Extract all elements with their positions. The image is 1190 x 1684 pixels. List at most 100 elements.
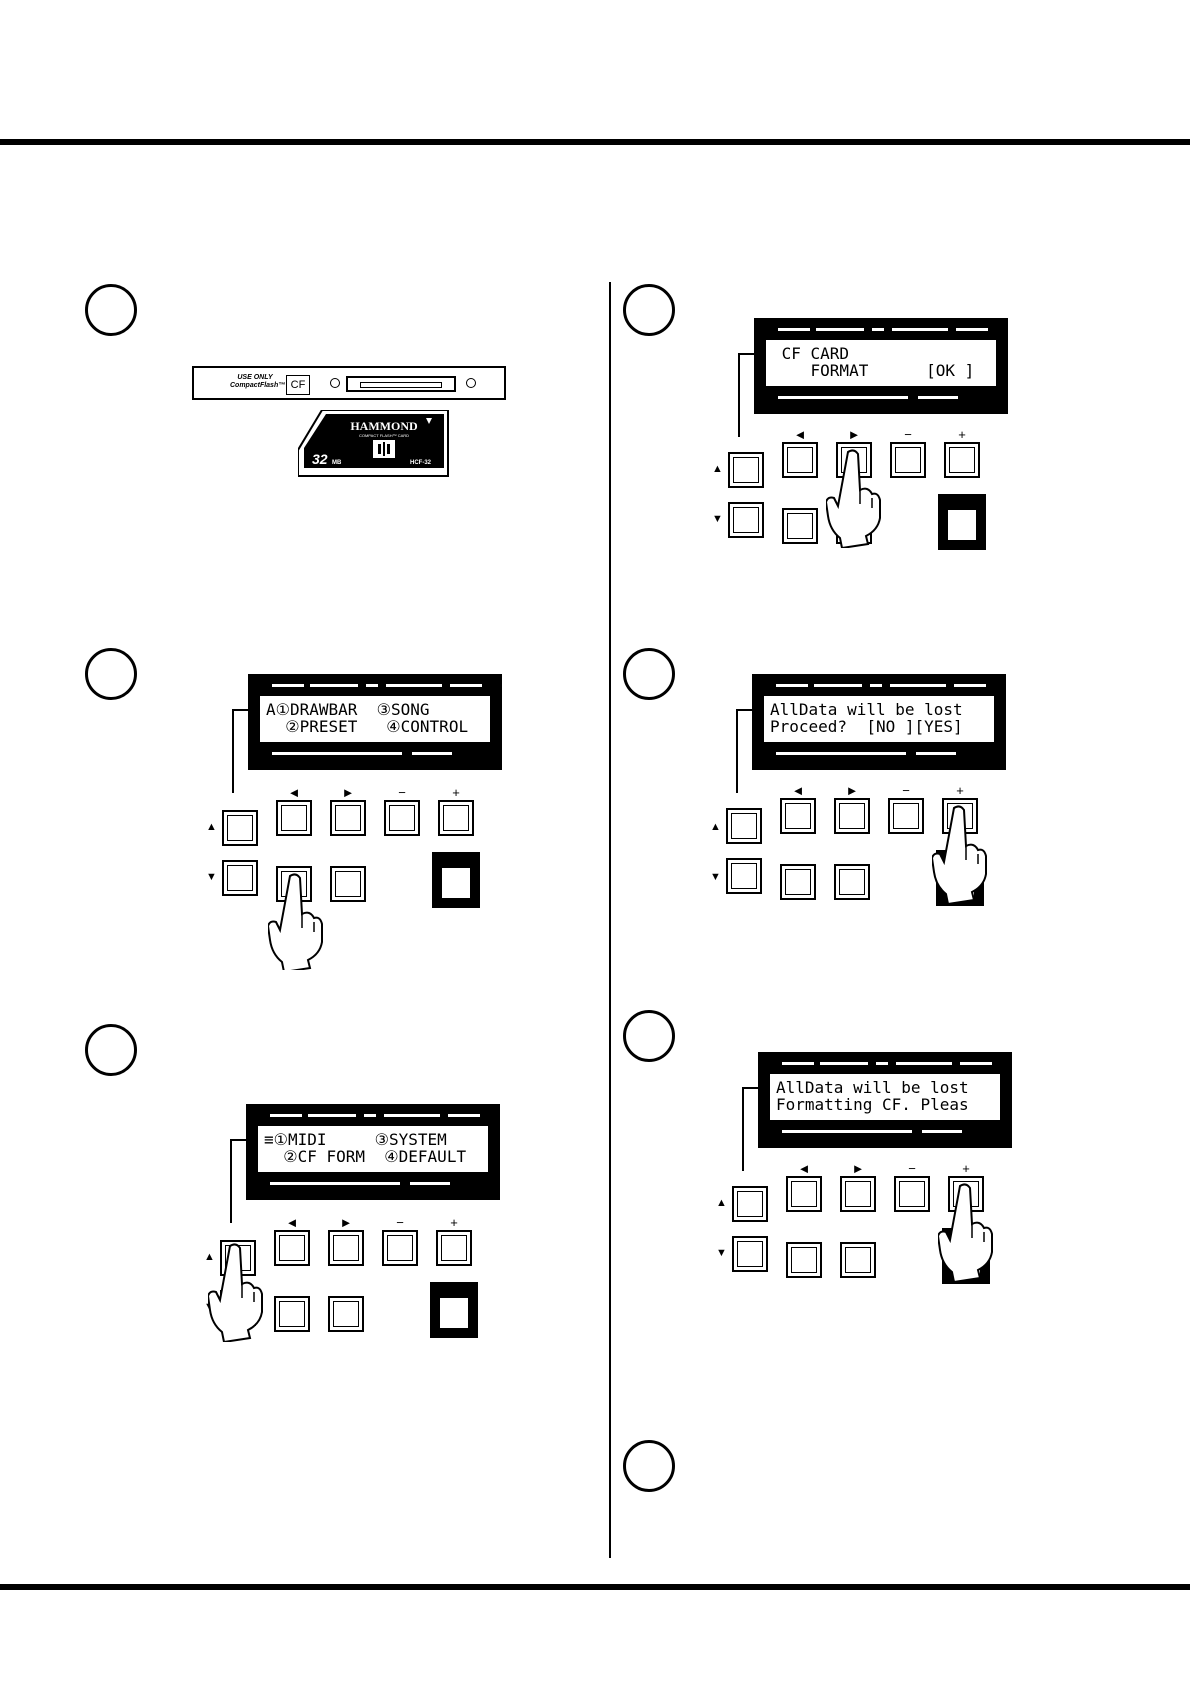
- page-down-button[interactable]: [732, 1236, 768, 1272]
- cursor-left-button[interactable]: [780, 798, 816, 834]
- number-2-button[interactable]: [782, 508, 818, 544]
- up-arrow-icon: ▲: [712, 463, 723, 475]
- cursor-left-button[interactable]: [786, 1176, 822, 1212]
- minus-icon: −: [902, 783, 910, 798]
- minus-icon: −: [908, 1161, 916, 1176]
- exit-button[interactable]: [938, 494, 986, 550]
- lcd-screen: A①DRAWBAR ③SONG ②PRESET ④CONTROL: [260, 696, 490, 742]
- number-4-button[interactable]: [840, 1242, 876, 1278]
- use-only-text: USE ONLY: [237, 374, 273, 381]
- step-2-panel: A①DRAWBAR ③SONG ②PRESET ④CONTROL ▲ ▼ ◄ ►…: [206, 674, 538, 974]
- bracket-line: [738, 353, 754, 437]
- number-4-button[interactable]: [330, 866, 366, 902]
- cursor-right-button[interactable]: [834, 798, 870, 834]
- down-arrow-icon: ▼: [716, 1247, 727, 1259]
- cursor-right-button[interactable]: [330, 800, 366, 836]
- lcd-line-1: ≡①MIDI ③SYSTEM: [264, 1130, 447, 1149]
- value-plus-button[interactable]: [436, 1230, 472, 1266]
- card-model: HCF-32: [410, 460, 432, 466]
- lcd-line-1: CF CARD: [772, 344, 850, 363]
- bracket-line: [230, 1139, 246, 1223]
- plus-icon: +: [958, 427, 966, 442]
- value-minus-button[interactable]: [384, 800, 420, 836]
- value-minus-button[interactable]: [894, 1176, 930, 1212]
- step-2-marker: [85, 648, 137, 700]
- value-plus-button[interactable]: [944, 442, 980, 478]
- down-arrow-icon: ▼: [712, 513, 723, 525]
- cf-slot-panel: USE ONLY CompactFlash™ CF: [192, 366, 506, 400]
- pointing-hand-icon: [268, 873, 323, 970]
- page-up-button[interactable]: [726, 808, 762, 844]
- card-capacity-unit: MB: [332, 460, 342, 466]
- cf-label: CF: [286, 375, 310, 395]
- number-2-button[interactable]: [786, 1242, 822, 1278]
- cursor-right-button[interactable]: [840, 1176, 876, 1212]
- step-4-panel: CF CARD FORMAT [OK ] ▲ ▼ ◄ ► − +: [712, 318, 1044, 618]
- left-arrow-icon: ◄: [797, 1161, 811, 1176]
- page-up-button[interactable]: [222, 810, 258, 846]
- lcd-line-2: Formatting CF. Pleas: [776, 1095, 969, 1114]
- plus-icon: +: [956, 783, 964, 798]
- cursor-right-button[interactable]: [328, 1230, 364, 1266]
- top-rule: [0, 139, 1190, 145]
- pointing-hand-icon: [208, 1243, 263, 1342]
- cursor-left-button[interactable]: [274, 1230, 310, 1266]
- bracket-line: [742, 1087, 758, 1171]
- lcd-line-2: ②PRESET ④CONTROL: [266, 717, 469, 736]
- bracket-line: [232, 709, 248, 793]
- page-up-button[interactable]: [728, 452, 764, 488]
- step-5-marker: [623, 648, 675, 700]
- left-arrow-icon: ◄: [791, 783, 805, 798]
- pointing-hand-icon: [938, 1183, 993, 1282]
- minus-icon: −: [396, 1215, 404, 1230]
- exit-button[interactable]: [432, 852, 480, 908]
- up-arrow-icon: ▲: [204, 1251, 215, 1263]
- step-1-marker: [85, 284, 137, 336]
- up-arrow-icon: ▲: [716, 1197, 727, 1209]
- value-minus-button[interactable]: [888, 798, 924, 834]
- card-capacity: 32: [312, 451, 328, 467]
- step-7-marker: [623, 1440, 675, 1492]
- number-4-button[interactable]: [834, 864, 870, 900]
- plus-icon: +: [450, 1215, 458, 1230]
- card-brand: HAMMOND: [350, 419, 418, 433]
- lcd-line-2: Proceed? [NO ][YES]: [770, 717, 963, 736]
- cursor-left-button[interactable]: [276, 800, 312, 836]
- lcd-screen: CF CARD FORMAT [OK ]: [766, 340, 996, 386]
- cursor-left-button[interactable]: [782, 442, 818, 478]
- value-minus-button[interactable]: [382, 1230, 418, 1266]
- plus-icon: +: [452, 785, 460, 800]
- card-subtitle: COMPACT FLASH™ CARD: [359, 433, 409, 438]
- pointing-hand-icon: [826, 449, 881, 548]
- page-down-button[interactable]: [726, 858, 762, 894]
- compactflash-text: CompactFlash™: [230, 382, 286, 389]
- exit-button[interactable]: [430, 1282, 478, 1338]
- step-4-marker: [623, 284, 675, 336]
- page-up-button[interactable]: [732, 1186, 768, 1222]
- number-2-button[interactable]: [274, 1296, 310, 1332]
- value-minus-button[interactable]: [890, 442, 926, 478]
- page-down-button[interactable]: [728, 502, 764, 538]
- right-arrow-icon: ►: [847, 427, 861, 442]
- left-arrow-icon: ◄: [285, 1215, 299, 1230]
- up-arrow-icon: ▲: [206, 821, 217, 833]
- minus-icon: −: [398, 785, 406, 800]
- right-arrow-icon: ►: [341, 785, 355, 800]
- lcd-display: CF CARD FORMAT [OK ]: [754, 318, 1008, 414]
- step-3-panel: ≡①MIDI ③SYSTEM ②CF FORM ④DEFAULT ▲ ▼ ◄ ►…: [204, 1104, 536, 1404]
- cf-card-slot[interactable]: [346, 376, 456, 392]
- number-2-button[interactable]: [780, 864, 816, 900]
- number-4-button[interactable]: [328, 1296, 364, 1332]
- left-arrow-icon: ◄: [793, 427, 807, 442]
- plus-icon: +: [962, 1161, 970, 1176]
- value-plus-button[interactable]: [438, 800, 474, 836]
- right-arrow-icon: ►: [851, 1161, 865, 1176]
- bottom-rule: [0, 1584, 1190, 1590]
- pointing-hand-icon: [932, 805, 987, 904]
- lcd-screen: ≡①MIDI ③SYSTEM ②CF FORM ④DEFAULT: [258, 1126, 488, 1172]
- page-down-button[interactable]: [222, 860, 258, 896]
- lcd-line-1: AllData will be lost: [770, 700, 963, 719]
